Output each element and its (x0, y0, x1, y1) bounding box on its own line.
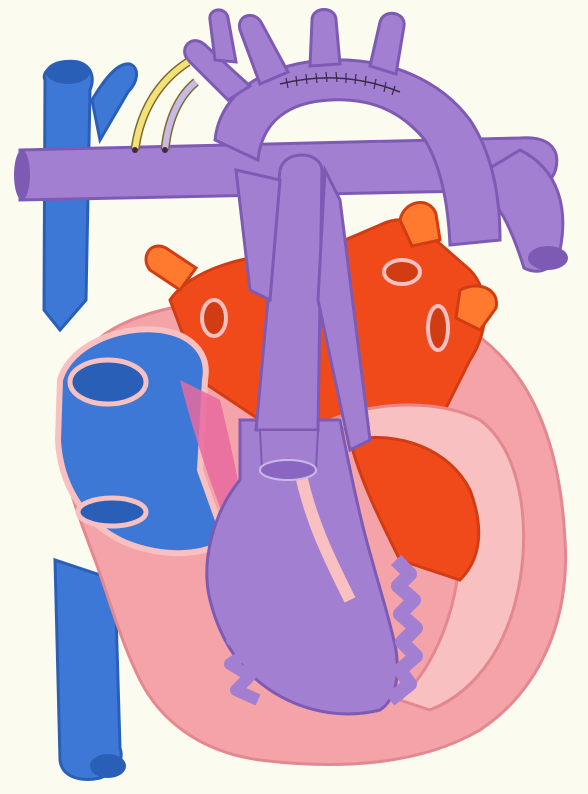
shunt-graft (132, 62, 196, 153)
